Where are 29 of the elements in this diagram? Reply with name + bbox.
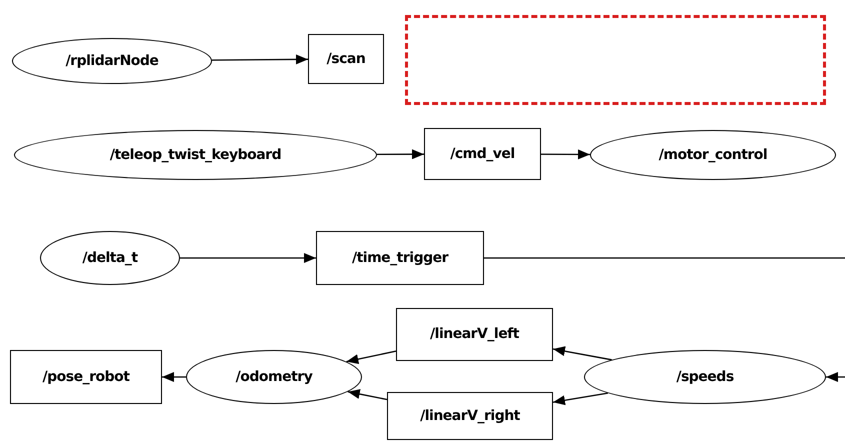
arrow (180, 253, 316, 263)
node-label: /cmd_vel (450, 144, 515, 164)
arrow (552, 392, 608, 406)
topic-box (387, 392, 553, 440)
node-label: /pose_robot (42, 368, 130, 386)
arrow (212, 54, 308, 64)
arrow (552, 346, 612, 360)
arrow (826, 372, 845, 382)
node-label: /linearV_right (420, 406, 520, 426)
node-label: /odometry (236, 368, 312, 386)
node-label: /delta_t (82, 248, 138, 268)
arrow (162, 372, 186, 382)
node-label: /scan (326, 50, 366, 68)
arrow (346, 350, 396, 364)
arrow (348, 389, 388, 400)
node-label: /teleop_twist_keyboard (110, 146, 282, 164)
node-label: /motor_control (658, 146, 768, 164)
node-label: /rplidarNode (66, 52, 158, 70)
node-label: /linearV_left (430, 325, 519, 344)
arrow (541, 149, 590, 160)
arrow (376, 149, 424, 160)
node-label: /speeds (676, 368, 734, 386)
topic-box (424, 128, 541, 180)
topic-box (396, 308, 553, 361)
topic-box (308, 34, 384, 84)
topic-box (10, 350, 162, 404)
node-label: /time_trigger (352, 248, 448, 268)
highlight-box (405, 15, 826, 105)
topic-box (316, 231, 484, 285)
